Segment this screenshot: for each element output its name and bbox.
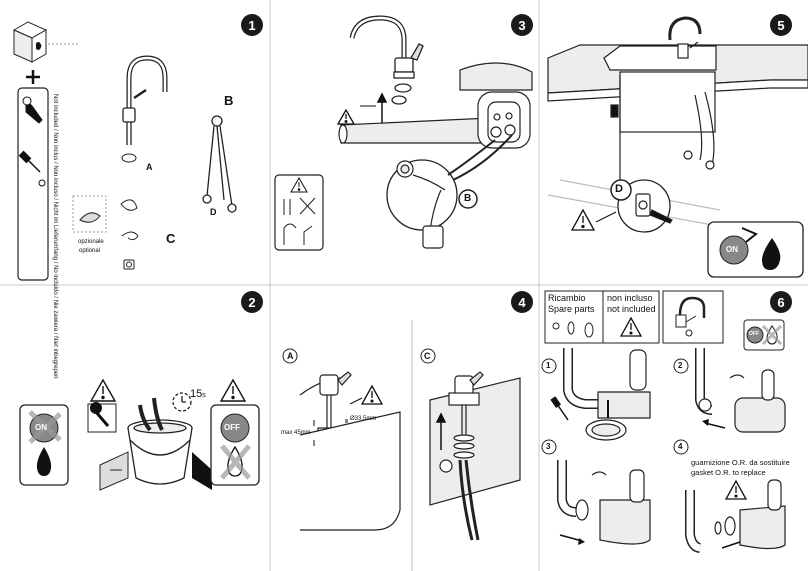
warning-triangle-icon [724,479,748,500]
label-b-circle [458,189,478,209]
panel5-illustration [547,16,808,278]
faucet [122,55,168,145]
step-badge-4: 4 [511,291,533,313]
not-inc-it: non incluso [607,293,653,303]
on-knob [719,235,749,265]
off-label: OFF [224,423,240,432]
optional-part [79,212,101,223]
screwdriver-icon [18,150,46,187]
substep-2: 2 [678,361,683,370]
oring-en: gasket O.R. to replace [691,468,766,477]
on-label: ON [726,245,738,254]
panel3-illustration [274,15,533,251]
step-badge-3: 3 [511,14,533,36]
warning-triangle-icon [336,108,356,125]
warning-triangle-icon [360,384,384,405]
optional-label-en: optional [79,248,101,254]
timer-icon [172,392,192,412]
label-b-zoom: B [464,193,472,204]
water-drop-icon [36,447,52,476]
hoses-b [202,115,237,213]
not-inc-en: not included [607,304,656,314]
step-badge-6: 6 [770,291,792,313]
label-d: D [210,207,217,217]
label-b: B [224,93,234,108]
faucet-thumb-box [662,290,724,344]
oring-it: guarnizione O.R. da sostituire [691,458,790,467]
substep-1: 1 [546,361,551,370]
warning-triangle-icon [219,378,247,402]
label-a-panel4: A [287,351,294,361]
label-a: A [146,162,153,172]
label-c-panel4: C [424,351,431,361]
panel1-illustration [12,21,237,281]
faucet-top [349,15,424,105]
optional-label-it: opzionale [78,239,104,245]
gasket-a [121,153,137,163]
parts-c [120,199,139,270]
label-c: C [166,231,176,246]
step-badge-1: 1 [241,14,263,36]
diameter-label: Ø33.5mm [350,416,377,422]
off-label-6: OFF [749,331,759,337]
arrow-up-icon [376,92,388,124]
screwdriver-icon [550,396,569,421]
plus-icon [26,70,40,84]
hose-warning-box [274,174,324,251]
on-label-2: ON [35,423,47,432]
water-drop-icon [762,238,781,270]
step-badge-5: 5 [770,14,792,36]
step-badge-2: 2 [241,291,263,313]
label-d-zoom: D [615,183,623,195]
wrench-icon [22,96,43,124]
bucket [127,397,193,485]
substep-4: 4 [678,442,683,451]
arrow-up-icon [435,412,447,450]
optional-box [72,195,107,233]
package-box-icon [12,21,80,63]
spare-it: Ricambio [548,293,586,303]
substep-3: 3 [546,442,551,451]
sink-bowl [619,71,716,133]
warning-triangle-icon [89,378,117,402]
hose-connector-b [504,124,516,136]
spare-en: Spare parts [548,304,595,314]
max-height-label: max 45mm [281,430,311,436]
tools-box [17,87,49,281]
warning-triangle-icon [570,208,596,231]
warning-triangle-icon [619,316,643,337]
sink-body [459,62,533,91]
hose-connector-a [490,126,502,138]
timer-value: 15s [190,388,206,400]
